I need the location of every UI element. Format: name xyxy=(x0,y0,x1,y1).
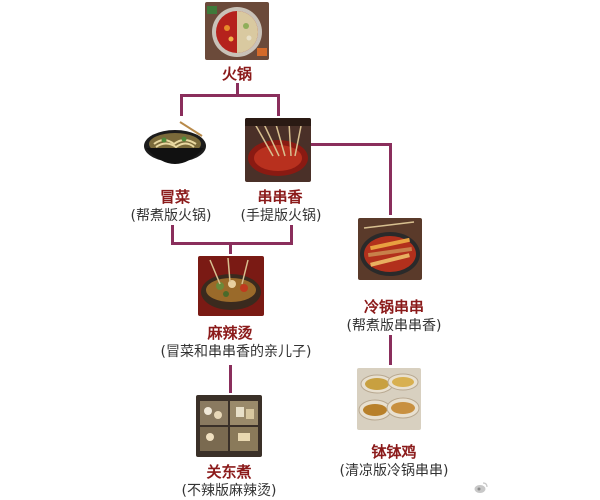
hotpot-icon xyxy=(205,2,269,60)
chuanchuan-image xyxy=(245,118,311,182)
lengguo-title: 冷锅串串 xyxy=(363,298,425,316)
connector xyxy=(229,365,232,393)
bobo-image xyxy=(357,368,421,430)
maocai-title: 冒菜 xyxy=(159,188,191,206)
watermark xyxy=(474,482,488,494)
bobo-subtitle: (清凉版冷锅串串) xyxy=(339,463,449,479)
lengguo-image xyxy=(358,218,422,280)
connector xyxy=(180,94,280,97)
guandong-title: 关东煮 xyxy=(206,463,252,481)
connector xyxy=(310,143,392,146)
connector xyxy=(236,83,239,96)
connector xyxy=(389,143,392,215)
hotpot-title: 火锅 xyxy=(221,65,253,83)
connector xyxy=(389,335,392,365)
bobo-chicken-icon xyxy=(357,368,421,430)
oden-tray-icon xyxy=(196,395,262,457)
connector xyxy=(229,242,232,254)
guandong-subtitle: (不辣版麻辣烫) xyxy=(181,483,277,499)
malatang-title: 麻辣烫 xyxy=(207,324,253,342)
malatang-bowl-icon xyxy=(198,256,264,316)
cold-pot-skewers-icon xyxy=(358,218,422,280)
connector xyxy=(277,94,280,116)
chuanchuan-subtitle: (手提版火锅) xyxy=(240,208,322,224)
bobo-title: 钵钵鸡 xyxy=(371,443,417,461)
connector xyxy=(171,225,174,245)
chuanchuan-title: 串串香 xyxy=(257,188,303,206)
connector xyxy=(180,94,183,116)
guandong-image xyxy=(196,395,262,457)
hotpot-image xyxy=(205,2,269,60)
malatang-subtitle: (冒菜和串串香的亲儿子) xyxy=(160,344,312,360)
connector xyxy=(171,242,293,245)
maocai-image xyxy=(140,118,210,182)
skewer-pot-icon xyxy=(245,118,311,182)
maocai-subtitle: (帮煮版火锅) xyxy=(130,208,212,224)
noodle-bowl-icon xyxy=(140,118,210,182)
connector xyxy=(290,225,293,245)
lengguo-subtitle: (帮煮版串串香) xyxy=(346,318,442,334)
malatang-image xyxy=(198,256,264,316)
weibo-icon xyxy=(474,482,488,493)
